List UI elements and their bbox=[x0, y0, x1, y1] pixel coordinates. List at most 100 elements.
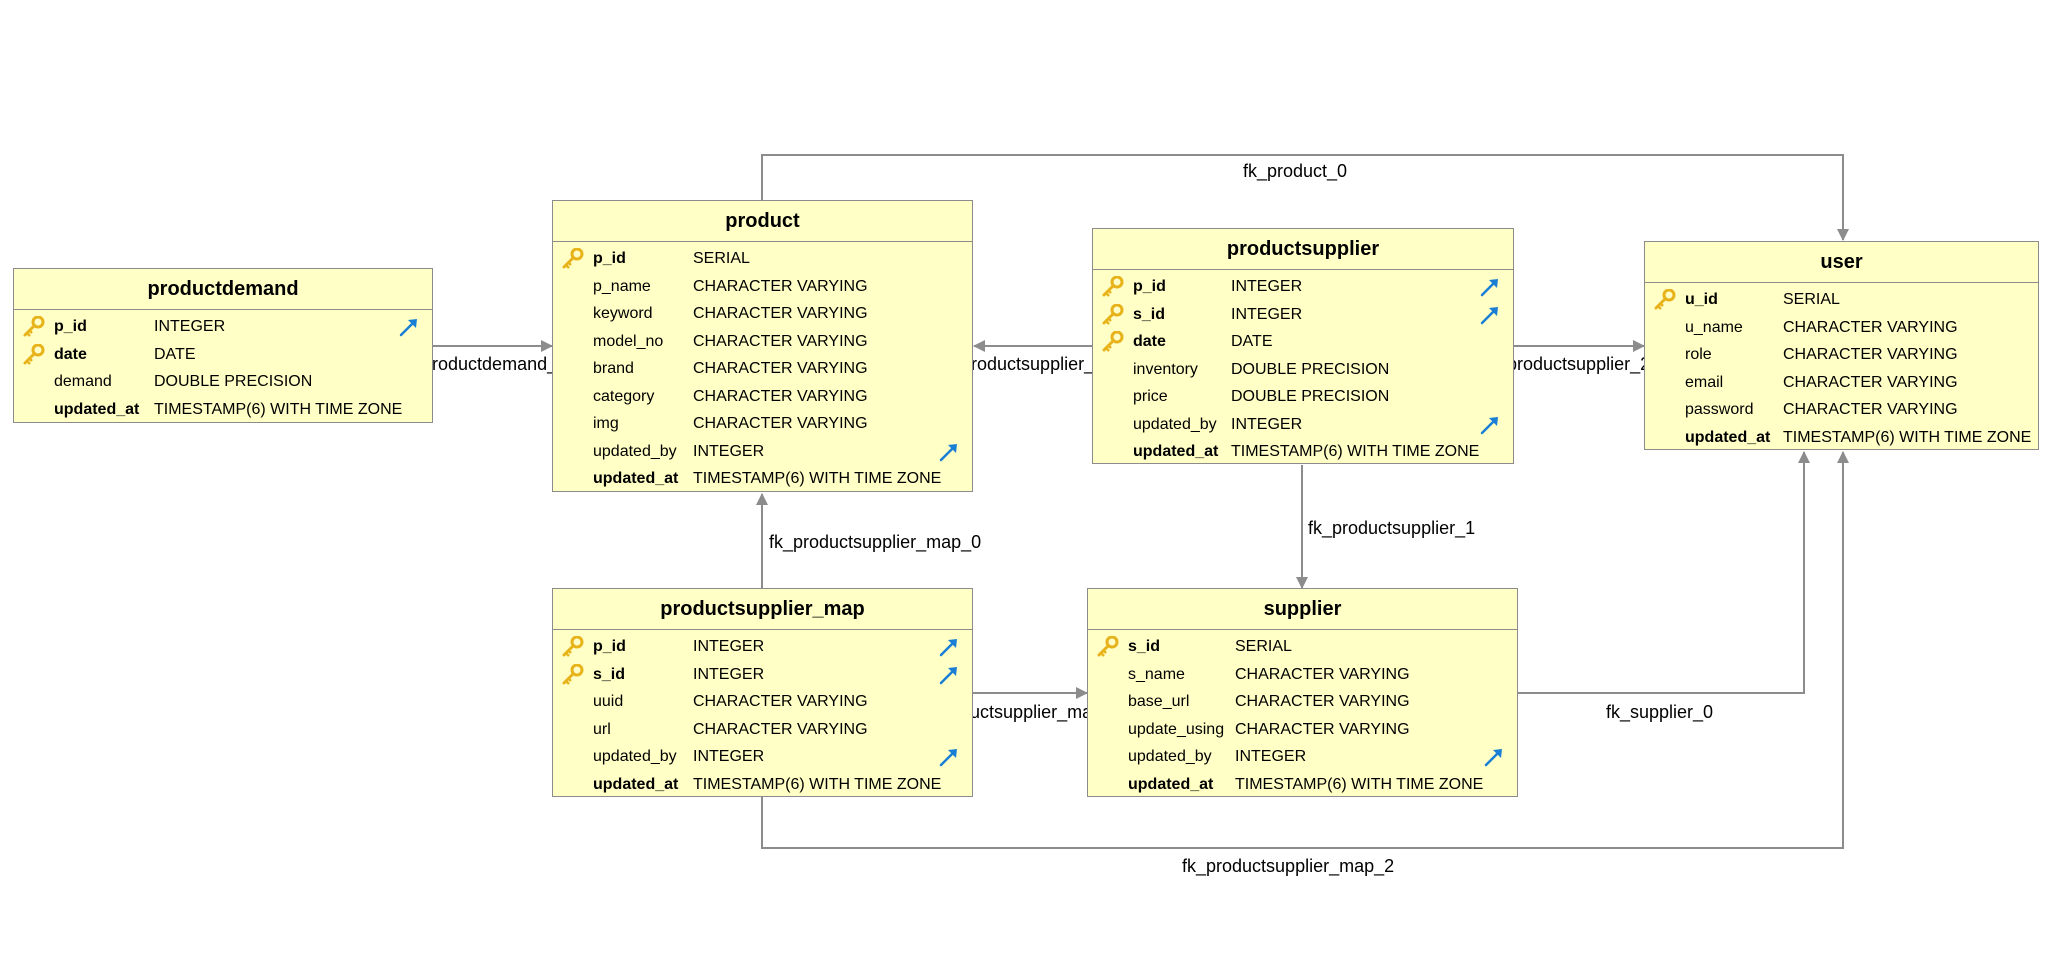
column-type: CHARACTER VARYING bbox=[693, 360, 868, 377]
column-type: DOUBLE PRECISION bbox=[1231, 388, 1390, 405]
column-name: date bbox=[54, 345, 87, 363]
table-title: user bbox=[1645, 242, 2038, 283]
column-type: CHARACTER VARYING bbox=[693, 720, 868, 738]
column-type: DOUBLE PRECISION bbox=[154, 373, 313, 390]
column-type: TIMESTAMP(6) WITH TIME ZONE bbox=[693, 775, 942, 793]
foreign-key-arrow-icon bbox=[1479, 304, 1501, 326]
column-type: SERIAL bbox=[1235, 638, 1292, 655]
column-name: s_name bbox=[1128, 665, 1185, 683]
edge-fk-supplier-0[interactable] bbox=[1517, 451, 1810, 694]
column-name: u_id bbox=[1685, 291, 1718, 308]
table-title: productsupplier bbox=[1093, 229, 1513, 270]
column-type: INTEGER bbox=[1231, 278, 1303, 295]
column-type: INTEGER bbox=[693, 665, 765, 683]
column-type: INTEGER bbox=[1231, 415, 1303, 433]
key-icon bbox=[561, 635, 585, 658]
column-name: updated_at bbox=[1133, 443, 1219, 460]
key-icon bbox=[1096, 635, 1120, 658]
column-name: u_name bbox=[1685, 318, 1743, 336]
column-name: email bbox=[1685, 373, 1724, 391]
column-type: DATE bbox=[1231, 333, 1273, 350]
column-row[interactable]: p_name CHARACTER VARYING bbox=[553, 273, 972, 301]
edge-fk-productsupplier-map-2[interactable] bbox=[761, 451, 1849, 849]
column-row[interactable]: url CHARACTER VARYING bbox=[553, 716, 972, 744]
column-type: CHARACTER VARYING bbox=[693, 693, 868, 710]
table-title: productdemand bbox=[14, 269, 432, 310]
key-icon bbox=[561, 663, 585, 686]
column-type: SERIAL bbox=[693, 250, 750, 267]
column-type: CHARACTER VARYING bbox=[693, 277, 868, 295]
column-row[interactable]: uuid CHARACTER VARYING bbox=[553, 688, 972, 716]
column-name: p_id bbox=[593, 250, 626, 267]
column-row[interactable]: p_id SERIAL bbox=[553, 245, 972, 273]
column-type: CHARACTER VARYING bbox=[693, 305, 868, 322]
foreign-key-arrow-icon bbox=[1483, 746, 1505, 768]
column-name: keyword bbox=[593, 305, 653, 322]
column-row[interactable]: updated_at TIMESTAMP(6) WITH TIME ZONE bbox=[1645, 424, 2038, 452]
column-type: INTEGER bbox=[1231, 305, 1303, 323]
column-type: DOUBLE PRECISION bbox=[1231, 360, 1390, 378]
column-name: category bbox=[593, 387, 655, 405]
column-name: date bbox=[1133, 333, 1166, 350]
column-name: url bbox=[593, 720, 611, 738]
column-name: demand bbox=[54, 373, 112, 390]
edge-label-fk-supplier-0: fk_supplier_0 bbox=[1606, 702, 1714, 722]
key-icon bbox=[1101, 275, 1125, 298]
column-name: role bbox=[1685, 346, 1712, 363]
edge-fk-product-0[interactable] bbox=[761, 154, 1849, 241]
foreign-key-arrow-icon bbox=[398, 316, 420, 338]
column-name: updated_by bbox=[593, 442, 677, 460]
foreign-key-arrow-icon bbox=[938, 664, 960, 686]
foreign-key-arrow-icon bbox=[938, 636, 960, 658]
column-name: updated_at bbox=[1685, 428, 1771, 446]
column-type: TIMESTAMP(6) WITH TIME ZONE bbox=[1783, 428, 2032, 446]
column-row[interactable]: date DATE bbox=[1093, 328, 1513, 356]
column-row[interactable]: keyword CHARACTER VARYING bbox=[553, 300, 972, 328]
column-row[interactable]: demand DOUBLE PRECISION bbox=[14, 368, 432, 396]
column-name: p_name bbox=[593, 277, 651, 295]
column-row[interactable]: date DATE bbox=[14, 341, 432, 369]
column-name: uuid bbox=[593, 693, 624, 710]
column-name: updated_at bbox=[593, 470, 679, 487]
column-type: DATE bbox=[154, 345, 196, 363]
